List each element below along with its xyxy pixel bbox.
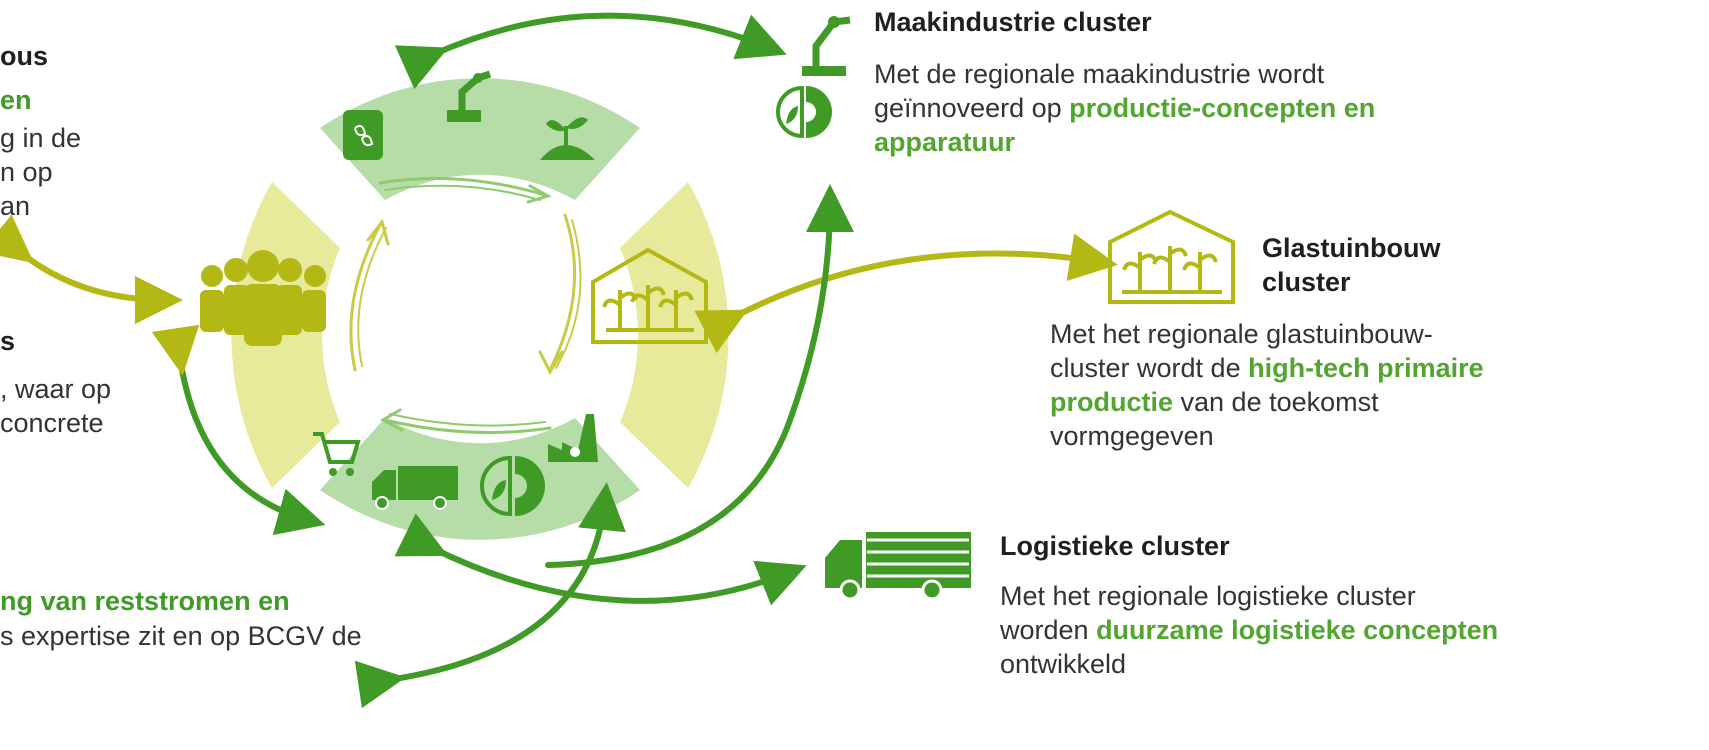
seedling-icon — [540, 117, 595, 160]
shopping-cart-icon — [313, 432, 361, 476]
eco-gear-icon — [480, 455, 545, 517]
arrow-greenhouse-link — [694, 233, 1118, 354]
left-line-6: s expertise zit en op BCGV de — [0, 621, 362, 651]
arrow-bottom-left — [354, 482, 626, 709]
truck-icon — [372, 466, 458, 510]
inner-cycle-arrows — [349, 177, 582, 434]
maakindustrie-line-2: geïnnoveerd op productie-concepten en — [874, 93, 1376, 123]
maakindustrie-eco-gear-icon — [776, 85, 832, 139]
left-heading-1: ous — [0, 41, 49, 71]
glastuinbouw-line-2: cluster wordt de high-tech primaire — [1050, 353, 1484, 383]
glastuinbouw-greenhouse-icon — [1108, 209, 1235, 304]
arrow-left-bottom — [151, 324, 326, 536]
ring-band-top — [320, 78, 640, 200]
left-line-2: n op — [0, 157, 53, 187]
left-line-5: concrete — [0, 408, 104, 438]
glastuinbouw-line-1: Met het regionale glastuinbouw- — [1050, 319, 1433, 349]
arrow-people-link — [0, 214, 183, 324]
left-highlight-1: en — [0, 85, 32, 115]
left-highlight-2: ng van reststromen en — [0, 586, 290, 616]
robot-arm-icon — [447, 70, 492, 122]
ring-band-right — [620, 182, 729, 488]
glastuinbouw-line-4: vormgegeven — [1050, 421, 1214, 451]
glastuinbouw-line-3: productie van de toekomst — [1050, 387, 1379, 417]
logistiek-line-1: Met het regionale logistieke cluster — [1000, 581, 1416, 611]
glastuinbouw-title-1: Glastuinbouw — [1262, 233, 1441, 263]
maakindustrie-line-1: Met de regionale maakindustrie wordt — [874, 59, 1325, 89]
arrow-logistics-link — [394, 513, 807, 606]
arrow-top — [394, 12, 787, 90]
logistiek-truck-icon — [825, 532, 971, 601]
left-line-1: g in de — [0, 123, 82, 153]
factory-icon — [548, 414, 598, 462]
logistiek-title: Logistieke cluster — [1000, 531, 1230, 561]
left-heading-2: s — [0, 326, 16, 356]
fertilizer-bag-icon — [343, 110, 383, 160]
logistiek-line-3: ontwikkeld — [1000, 649, 1127, 679]
left-line-3: an — [0, 191, 31, 221]
maakindustrie-line-3: apparatuur — [874, 127, 1016, 157]
left-line-4: , waar op — [0, 374, 112, 404]
people-group-icon — [200, 250, 326, 346]
maakindustrie-robot-arm-icon — [802, 16, 851, 76]
maakindustrie-title: Maakindustrie cluster — [874, 7, 1152, 37]
logistiek-line-2: worden duurzame logistieke concepten — [1000, 615, 1499, 645]
glastuinbouw-title-2: cluster — [1262, 267, 1351, 297]
greenhouse-icon — [591, 247, 708, 344]
